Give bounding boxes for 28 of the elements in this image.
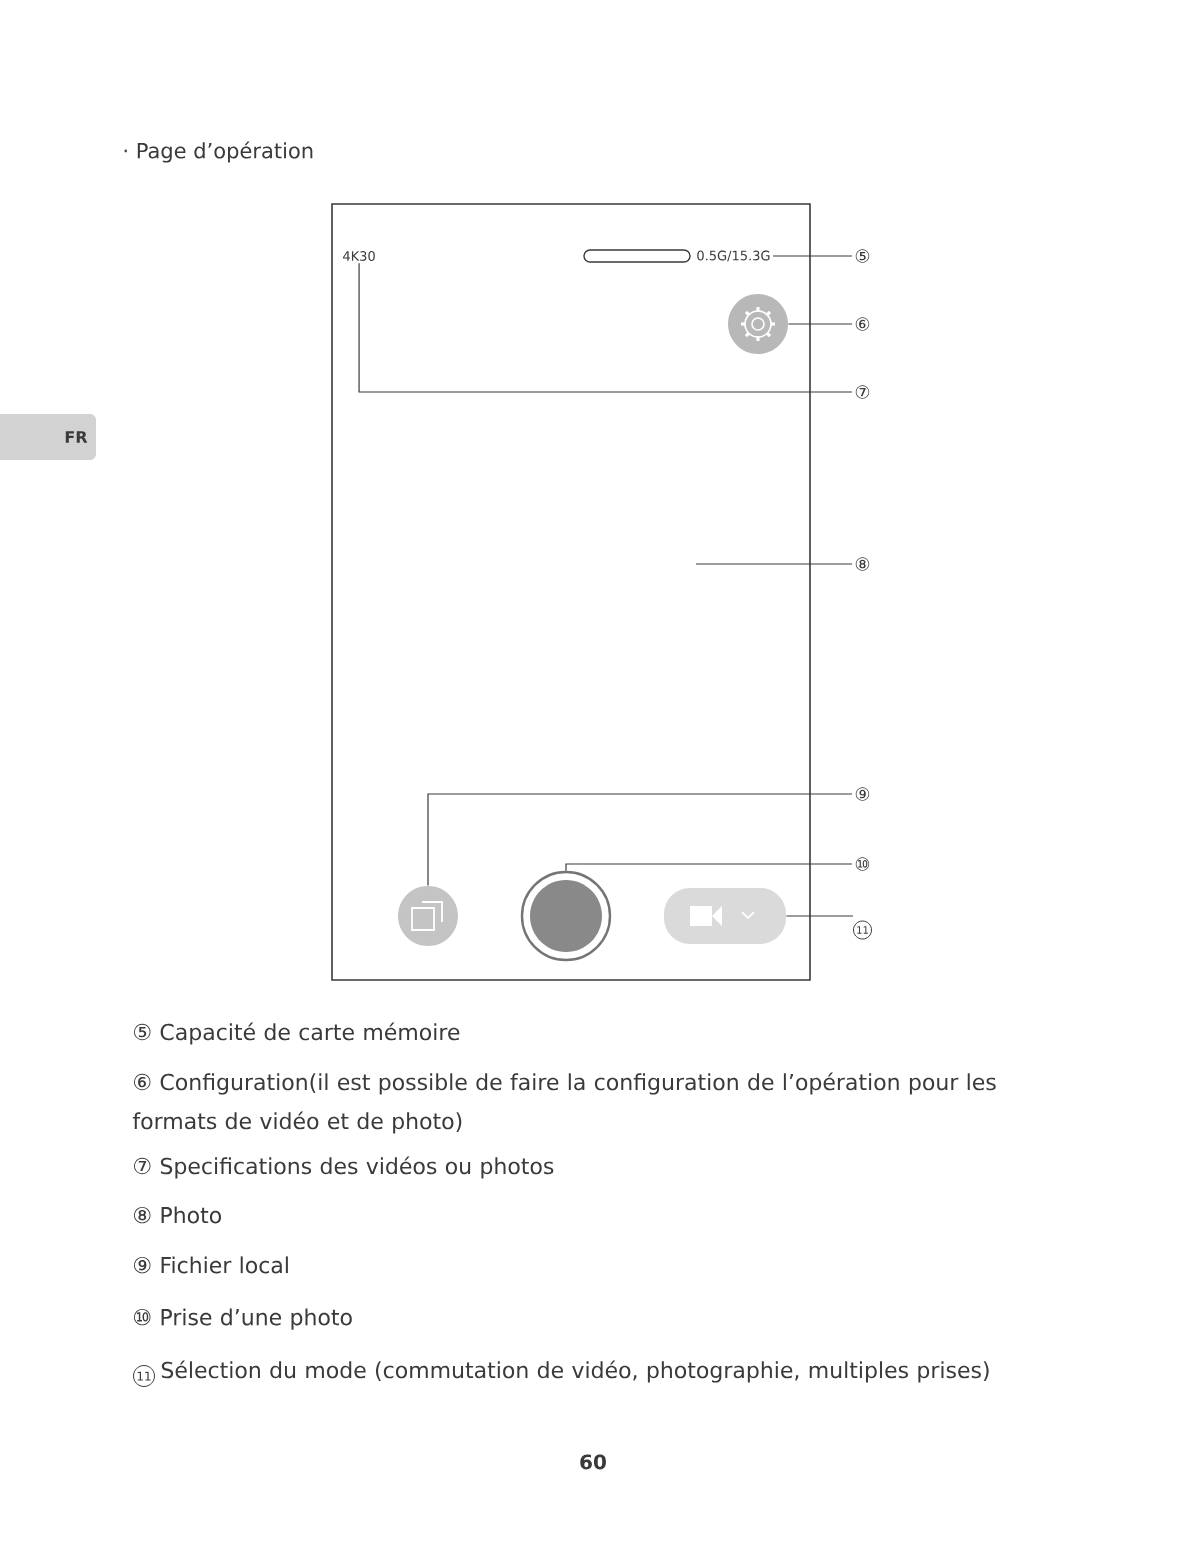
settings-button	[728, 294, 788, 354]
legend-item: ⑥ Configuration(il est possible de faire la configuration de l’opération pour les formats de vidéo et de photo)	[132, 1072, 996, 1134]
legend-item: ⑩ Prise d’une photo	[134, 1308, 352, 1330]
language-tab: FR	[0, 414, 96, 460]
gallery-button	[398, 886, 458, 946]
leader-line	[358, 262, 853, 393]
heading: · Page d’opération	[124, 141, 313, 163]
callout-number: ⑦	[852, 383, 873, 401]
legend-item: ⑦ Specifications des vidéos ou photos	[134, 1156, 554, 1179]
leader-line	[787, 323, 853, 325]
legend-item: Sélection du mode (commutation de vidéo, photographie, multiples prises)	[161, 1360, 989, 1383]
leader-line	[565, 863, 853, 872]
shutter-button	[520, 870, 612, 962]
legend-item: ⑨ Fichier local	[134, 1256, 288, 1274]
callout-number: ⑩	[852, 855, 873, 873]
callout-number: ⑥	[852, 315, 873, 333]
leader-line	[785, 915, 854, 917]
page-number: 60	[580, 1454, 606, 1470]
legend-item: ⑤ Capacité de carte mémoire	[134, 1022, 460, 1045]
mode-button	[664, 888, 786, 944]
callout-number: ⑧	[852, 555, 873, 573]
legend-item: ⑧ Photo	[134, 1206, 221, 1224]
callout-number: ⑨	[852, 785, 873, 803]
leader-line	[427, 793, 853, 887]
phone-screen	[331, 203, 811, 981]
leader-line	[695, 563, 853, 565]
leader-line	[772, 255, 853, 257]
callout-number: ⑤	[852, 247, 873, 265]
